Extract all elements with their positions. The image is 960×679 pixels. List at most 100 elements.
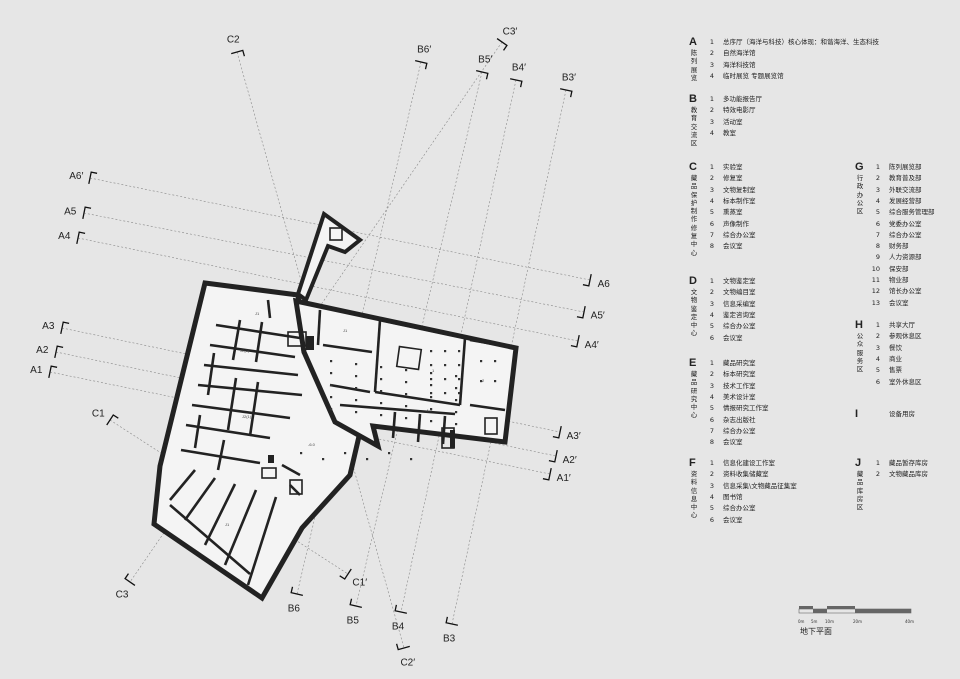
section-marker [496, 38, 508, 51]
column-dot [430, 384, 433, 387]
section-line [129, 41, 503, 583]
section-marker [548, 449, 558, 463]
column-dot [355, 363, 358, 366]
section-labels: C2C2′B6′B6C3′C3B5′B5B4′B4B3′B3A6′A6A5A5′… [30, 26, 610, 668]
section-marker [82, 206, 92, 220]
section-marker [542, 467, 552, 481]
section-line [77, 237, 579, 342]
column-dot [455, 423, 458, 426]
column-dot [480, 360, 483, 363]
column-dot [380, 366, 383, 369]
section-label: C2′ [400, 657, 415, 668]
section-label: C2 [227, 35, 240, 46]
section-marker [415, 60, 428, 70]
level-label-west: -6.0 [308, 442, 316, 447]
section-label: A2′ [563, 455, 577, 466]
column-dot [480, 380, 483, 383]
level-label-east: -4.0 [425, 408, 433, 413]
section-marker [88, 171, 98, 185]
core-fills [268, 336, 455, 463]
section-marker [106, 414, 119, 426]
column-dot [330, 372, 333, 375]
section-marker [60, 321, 70, 335]
scale-tick: 0m [798, 619, 805, 624]
section-marker [349, 598, 362, 609]
column-dot [380, 414, 383, 417]
section-label: A5 [64, 206, 77, 217]
column-dot [444, 392, 447, 395]
column-dot [355, 411, 358, 414]
section-label: B5 [347, 616, 360, 627]
section-marker [76, 231, 86, 245]
column-dot [494, 360, 497, 363]
section-marker [576, 305, 586, 319]
section-label: A3 [42, 321, 55, 332]
zone-label-1: J1 [255, 311, 260, 316]
section-label: C3′ [503, 26, 518, 37]
section-label: A3′ [567, 431, 581, 442]
section-marker [395, 643, 410, 651]
column-dot [455, 411, 458, 414]
column-dot [380, 378, 383, 381]
column-dot [322, 458, 325, 461]
column-dot [430, 350, 433, 353]
section-label: B3′ [562, 72, 576, 83]
section-marker [290, 586, 303, 596]
column-dot [444, 350, 447, 353]
column-dot [458, 378, 461, 381]
scale-bar-graphic [798, 606, 912, 614]
column-dot [380, 402, 383, 405]
plan-annotations: -4.0 -6.0 J1 J2(2) J2(1) J1 J1 1 2 [225, 311, 485, 527]
zone-label-2: J2(2) [240, 348, 250, 353]
column-dot [458, 350, 461, 353]
section-label: A6 [598, 279, 611, 290]
column-dot [405, 369, 408, 372]
column-dot [405, 417, 408, 420]
column-dot [405, 405, 408, 408]
section-marker [54, 345, 64, 359]
section-label: A6′ [69, 171, 83, 182]
section-marker [339, 568, 352, 580]
section-label: B5′ [478, 54, 492, 65]
column-dot [300, 452, 303, 455]
column-dot [430, 392, 433, 395]
scale-bar: 0m 5m 10m 20m 40m [798, 604, 918, 634]
scale-tick: 40m [905, 619, 914, 624]
structural-columns [300, 350, 497, 461]
column-dot [380, 390, 383, 393]
zone-label-4: J1 [225, 522, 230, 527]
section-label: A1 [30, 365, 43, 376]
drawing-caption: 地下平面 [800, 627, 832, 636]
section-marker [476, 69, 489, 80]
section-label: B3 [443, 634, 456, 645]
section-marker [559, 88, 573, 98]
zone-label-6: 1 [432, 368, 435, 373]
section-marker [509, 78, 523, 88]
column-dot [430, 378, 433, 381]
column-dot [455, 387, 458, 390]
column-dot [430, 420, 433, 423]
column-dot [405, 381, 408, 384]
column-dot [355, 399, 358, 402]
column-dot [455, 375, 458, 378]
section-label: A1′ [557, 473, 571, 484]
column-dot [366, 458, 369, 461]
column-dot [330, 408, 333, 411]
section-line [83, 212, 585, 313]
column-dot [330, 396, 333, 399]
scale-tick: 5m [811, 619, 818, 624]
zone-label-5: J1 [343, 328, 348, 333]
section-marker [48, 365, 58, 379]
column-dot [444, 364, 447, 367]
column-dot [444, 378, 447, 381]
section-label: A4 [58, 231, 71, 242]
column-dot [410, 458, 413, 461]
column-dot [430, 372, 433, 375]
section-marker [231, 49, 246, 57]
column-dot [458, 364, 461, 367]
scale-tick: 10m [825, 619, 834, 624]
column-dot [388, 452, 391, 455]
section-marker [570, 334, 580, 348]
column-dot [430, 364, 433, 367]
